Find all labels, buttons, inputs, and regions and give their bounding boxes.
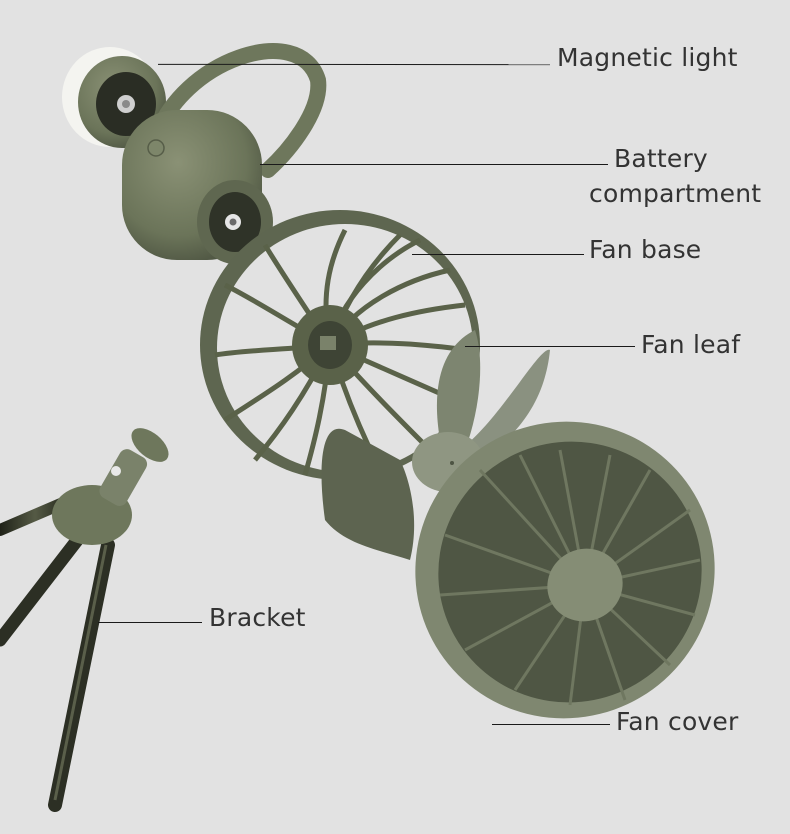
fan-base-leader-line xyxy=(412,254,584,256)
battery-compartment-label-line2: compartment xyxy=(589,179,762,208)
fan-leaf-leader-line xyxy=(465,346,635,348)
handle-strap xyxy=(147,43,327,178)
fan-cover-label: Fan cover xyxy=(616,707,739,736)
battery-compartment-part xyxy=(122,110,273,264)
battery-compartment-label-line1: Battery xyxy=(614,144,708,173)
bracket-leader-line xyxy=(98,622,202,624)
fan-leaf-part xyxy=(321,330,553,560)
magnetic-light-label: Magnetic light xyxy=(557,43,738,72)
bracket-part xyxy=(0,428,169,812)
battery-compartment-leader-line xyxy=(260,164,608,166)
fan-base-label: Fan base xyxy=(589,235,702,264)
fan-leaf-label: Fan leaf xyxy=(641,330,741,359)
bracket-label: Bracket xyxy=(209,603,306,632)
fan-base-part xyxy=(200,210,480,480)
fan-cover-part xyxy=(415,421,715,719)
fan-cover-leader-line xyxy=(492,724,610,726)
